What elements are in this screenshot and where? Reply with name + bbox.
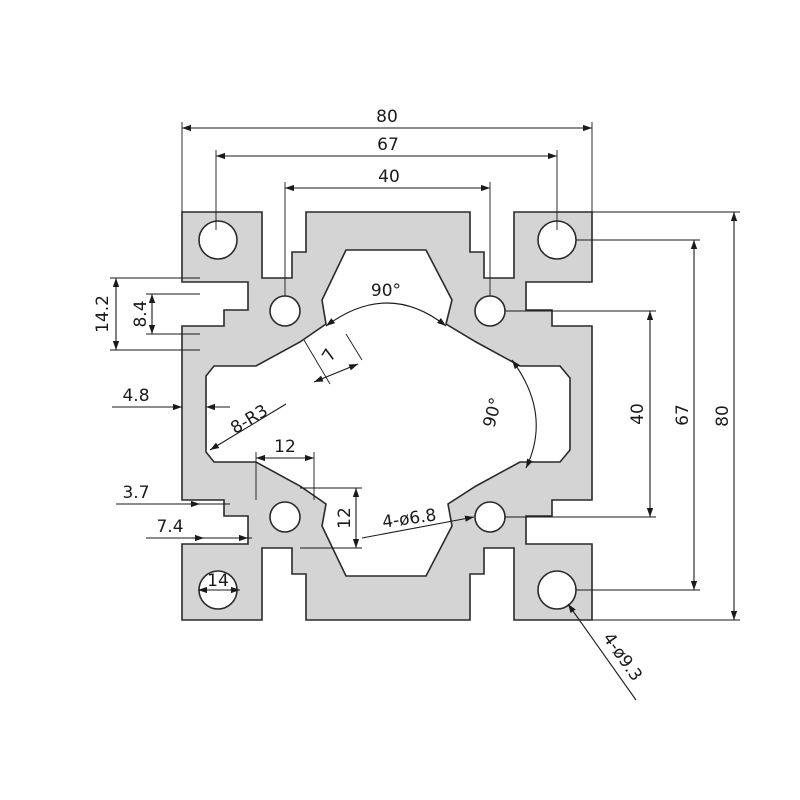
right-dimensions: 80 67 40 [505, 211, 740, 621]
inner-hole-bottom-left [269, 501, 301, 533]
angle-annotations: 90° 90° [325, 281, 537, 469]
corner-hole-bottom-right [537, 570, 577, 610]
dim-slot-opening: 8.4 [131, 300, 151, 327]
dim-slot-width-outer: 14.2 [93, 295, 113, 333]
dim-fillet-radius: 8-R3 [227, 401, 271, 439]
corner-hole-top-left [198, 220, 238, 260]
dim-center-spacing-h: 12 [274, 437, 296, 457]
dim-center-spacing-v: 12 [335, 507, 355, 529]
dim-hole-spacing-horizontal: 67 [377, 135, 399, 155]
dim-slot-depth: 7.4 [156, 517, 183, 537]
dim-small-hole: 4-ø6.8 [381, 505, 438, 532]
dim-hole-spacing-vertical: 67 [673, 404, 693, 426]
top-dimensions: 80 67 40 [181, 107, 593, 296]
dim-corner-hole: 14 [207, 571, 229, 591]
inner-hole-bottom-right [474, 501, 506, 533]
profile-section [181, 211, 593, 621]
angle-right-label: 90° [480, 396, 507, 430]
dim-overall-width: 80 [376, 107, 398, 127]
angle-top-label: 90° [371, 281, 401, 301]
inner-hole-top-right [474, 295, 506, 327]
center-dimensions: 7 12 12 4-ø6.8 14 [198, 333, 475, 594]
dim-slot-lip: 3.7 [122, 483, 149, 503]
dim-slot-spacing-horizontal: 40 [378, 167, 400, 187]
inner-hole-top-left [269, 295, 301, 327]
dim-wall-thickness: 4.8 [122, 386, 149, 406]
dim-slot-spacing-vertical: 40 [628, 403, 648, 425]
dim-web-thickness: 7 [318, 345, 341, 365]
dim-overall-height: 80 [713, 405, 733, 427]
